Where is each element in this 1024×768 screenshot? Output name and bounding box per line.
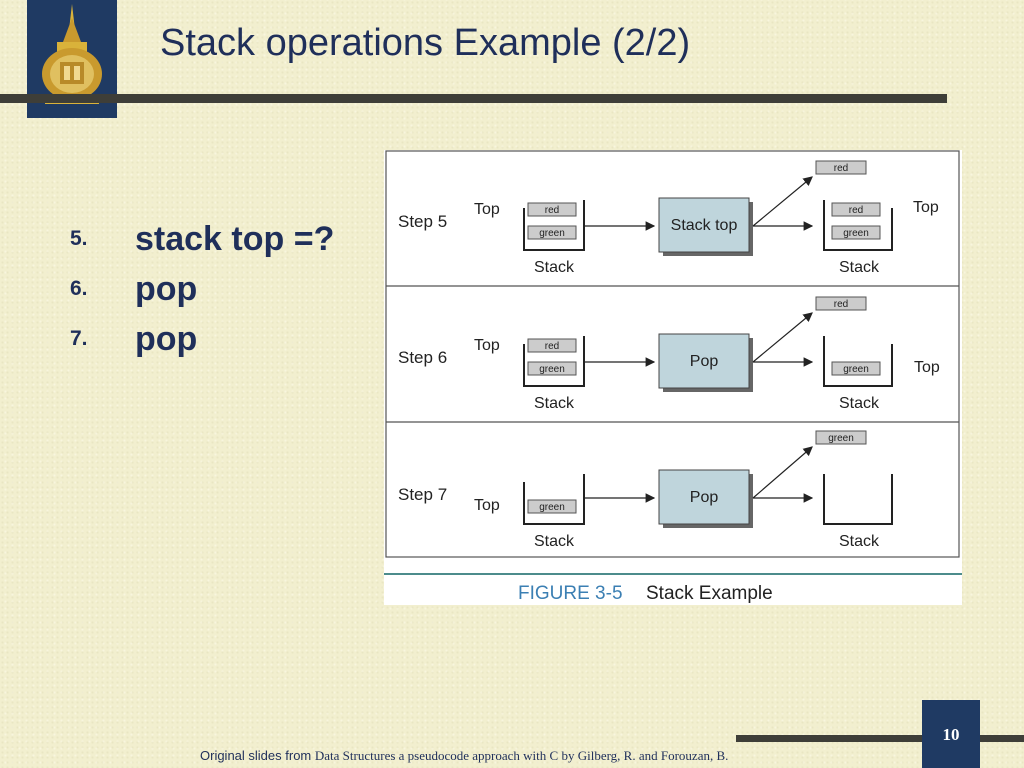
operation-label: Pop	[690, 353, 719, 370]
title-rule	[0, 94, 947, 103]
page-number-box: 10	[922, 700, 980, 768]
list-item: 6. pop	[70, 265, 334, 313]
stack-item-label: green	[843, 228, 869, 239]
top-label: Top	[913, 199, 939, 216]
operation-label: Pop	[690, 489, 719, 506]
stack-diagram: Step 5 Top red green Stack Stack top red…	[384, 150, 962, 604]
top-label: Top	[474, 497, 500, 514]
stack-label: Stack	[534, 533, 575, 550]
result-item-label: green	[828, 433, 854, 444]
stack-item-green	[831, 225, 881, 240]
result-item-label: red	[834, 163, 848, 174]
stack-item-green	[831, 361, 881, 376]
stack-item-label: green	[539, 228, 565, 239]
result-arrow	[752, 312, 813, 363]
bullet-text: pop	[135, 319, 198, 358]
operation-box	[658, 469, 750, 525]
stack-label: Stack	[839, 395, 880, 412]
figure-caption-label: FIGURE 3-5	[518, 583, 623, 604]
bullet-number: 6.	[70, 277, 88, 300]
footer-citation: Data Structures a pseudocode approach wi…	[314, 748, 729, 763]
step-label: Step 5	[398, 212, 447, 231]
step-label: Step 7	[398, 485, 447, 504]
footer-prefix: Original slides from	[200, 748, 312, 763]
list-item: 7. pop	[70, 313, 334, 365]
bullet-text: pop	[135, 269, 198, 308]
list-item: 5. stack top =?	[70, 213, 334, 265]
stack-item-label: red	[545, 341, 559, 352]
step-6-row: Step 6 Top red green Stack Pop red green…	[398, 296, 940, 412]
step-label: Step 6	[398, 348, 447, 367]
step-5-row: Step 5 Top red green Stack Stack top red…	[398, 160, 939, 276]
stack-label: Stack	[839, 259, 880, 276]
top-label: Top	[474, 337, 500, 354]
bullet-number: 5.	[70, 227, 88, 250]
top-label: Top	[914, 359, 940, 376]
result-item	[815, 430, 867, 445]
result-item	[815, 296, 867, 311]
bullet-text: stack top =?	[135, 219, 335, 258]
operation-box	[658, 333, 750, 389]
step-7-row: Step 7 Top green Stack Pop green Stack	[398, 430, 893, 550]
source-footer: Original slides from Data Structures a p…	[200, 748, 728, 764]
result-arrow	[752, 176, 813, 227]
figure-caption-text: Stack Example	[646, 583, 773, 604]
stack-item-label: green	[539, 364, 565, 375]
page-number: 10	[942, 725, 960, 744]
result-item	[815, 160, 867, 175]
stack-item-green	[527, 225, 577, 240]
slide-title: Stack operations Example (2/2)	[160, 22, 691, 64]
stack-item-label: green	[843, 364, 869, 375]
stack-label: Stack	[534, 259, 575, 276]
bullet-list: 5. stack top =? 6. pop 7. pop	[70, 213, 334, 365]
operation-label: Stack top	[671, 217, 738, 234]
footer-rule	[980, 735, 1024, 742]
stack-item-label: green	[539, 502, 565, 513]
stack-example-figure: Step 5 Top red green Stack Stack top red…	[384, 150, 962, 605]
bullet-number: 7.	[70, 327, 88, 350]
operation-box	[658, 197, 750, 253]
top-label: Top	[474, 201, 500, 218]
stack-label: Stack	[839, 533, 880, 550]
result-item-label: red	[834, 299, 848, 310]
stack-item-label: red	[849, 205, 863, 216]
stack-item-red	[527, 338, 577, 353]
stack-label: Stack	[534, 395, 575, 412]
stack-item-red	[831, 202, 881, 217]
stack-item-label: red	[545, 205, 559, 216]
footer-rule	[736, 735, 922, 742]
stack-item-green	[527, 499, 577, 514]
stack-item-red	[527, 202, 577, 217]
result-arrow	[752, 446, 813, 499]
stack-item-green	[527, 361, 577, 376]
